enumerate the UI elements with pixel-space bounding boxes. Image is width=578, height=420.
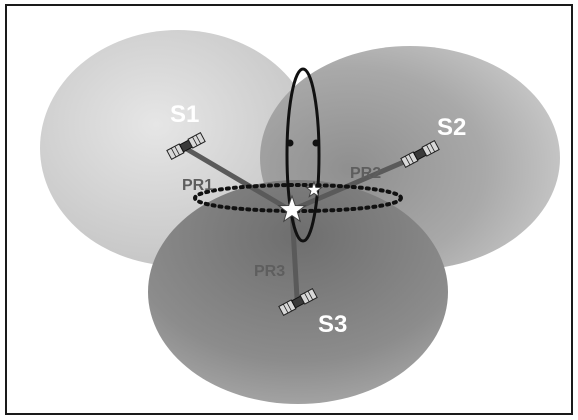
satellite-icon — [278, 287, 318, 317]
ring-marker — [286, 139, 294, 147]
pseudorange-label-pr2: PR2 — [350, 165, 381, 182]
satellite-icon — [400, 139, 440, 169]
ring-marker — [312, 139, 320, 147]
satellite-label-s1: S1 — [170, 101, 199, 128]
satellite-label-s3: S3 — [318, 311, 347, 338]
satellite-label-s2: S2 — [437, 114, 466, 141]
vertical-intersection-ring — [285, 67, 321, 243]
pseudorange-label-pr1: PR1 — [182, 177, 213, 194]
star-icon — [304, 180, 324, 198]
star-icon — [277, 194, 307, 223]
pr1-line — [182, 145, 293, 213]
satellite-icon — [166, 131, 206, 161]
pr2-line — [289, 152, 423, 213]
pseudorange-label-pr3: PR3 — [254, 263, 285, 280]
